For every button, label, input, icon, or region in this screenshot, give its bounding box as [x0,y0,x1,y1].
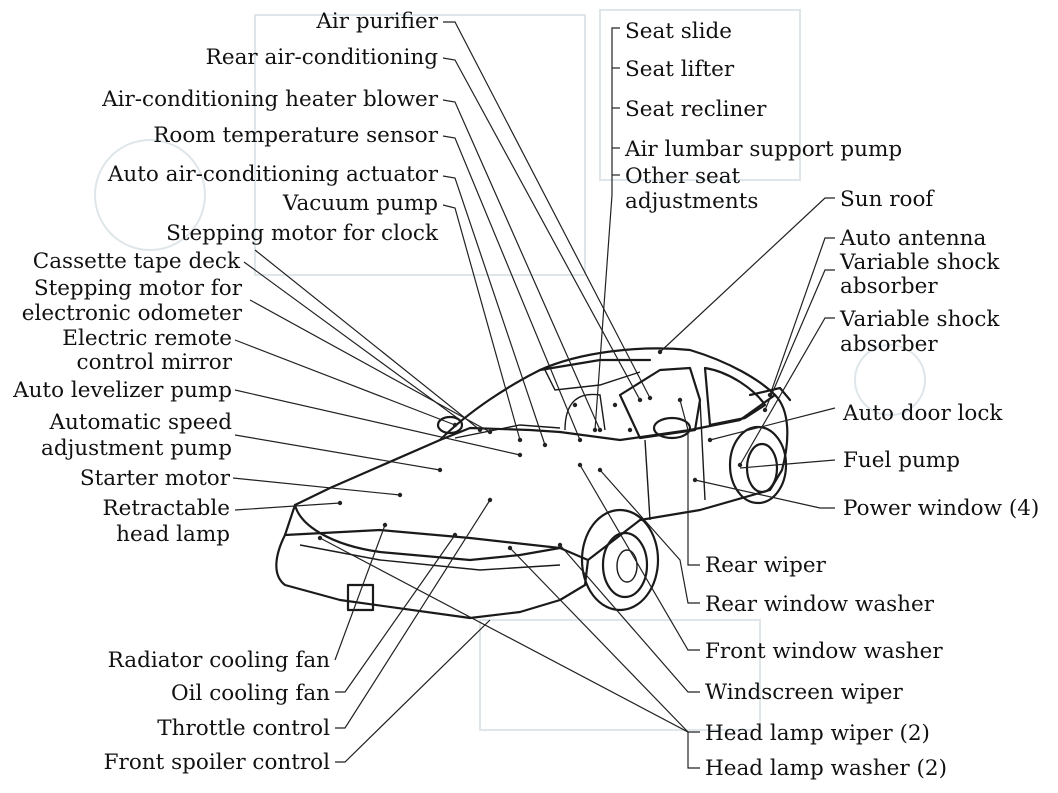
label-windscreen-wiper: Windscreen wiper [705,680,903,705]
label-starter-motor: Starter motor [80,466,231,491]
label-air-lumbar-support-pump: Air lumbar support pump [624,137,902,162]
label-head-lamp-wiper: Head lamp wiper (2) [705,721,930,746]
car-illustration [275,347,792,620]
car-rear-wheel-arch [728,425,788,505]
car-front-side-window [618,366,702,440]
label-other-seat-adjustments-2: adjustments [625,189,758,214]
label-front-spoiler-control: Front spoiler control [104,750,330,775]
label-seat-recliner: Seat recliner [625,97,767,122]
label-sun-roof: Sun roof [840,187,935,212]
label-throttle-control: Throttle control [157,716,330,741]
car-roof [538,347,777,397]
label-variable-shock-absorber-b-1: Variable shock [839,307,1000,332]
label-seat-slide: Seat slide [625,19,732,44]
label-fuel-pump: Fuel pump [843,448,960,473]
car-seat-outline [564,393,606,431]
label-other-seat-adjustments-1: Other seat [625,164,741,189]
label-electric-remote-mirror-2: control mirror [77,350,233,375]
motor-location-dots [317,349,773,551]
right-labels: Seat slide Seat lifter Seat recliner Air… [624,19,1039,781]
label-retractable-head-lamp-1: Retractable [102,496,230,521]
label-auto-antenna: Auto antenna [839,226,987,251]
car-front-fascia [293,503,562,562]
car-fog-lamp [346,583,375,612]
car-hood [283,426,562,537]
label-automatic-speed-pump-2: adjustment pump [41,436,232,461]
car-front-wheel [601,531,649,599]
car-rear-wheel [745,442,779,494]
label-auto-levelizer-pump: Auto levelizer pump [12,378,232,403]
label-oil-cooling-fan: Oil cooling fan [171,681,330,706]
label-rear-air-conditioning: Rear air-conditioning [206,45,439,70]
label-ac-heater-blower: Air-conditioning heater blower [101,87,439,112]
car-rear-spoiler [748,386,792,402]
label-automatic-speed-pump-1: Automatic speed [48,410,232,435]
label-variable-shock-absorber-a-2: absorber [840,274,938,299]
car-grille-line [299,544,561,571]
label-variable-shock-absorber-b-2: absorber [840,332,938,357]
label-radiator-cooling-fan: Radiator cooling fan [108,648,331,673]
label-rear-window-washer: Rear window washer [705,592,935,617]
car-rear-side-window [703,366,767,427]
show-through-background [94,9,926,731]
label-variable-shock-absorber-a-1: Variable shock [839,250,1000,275]
car-rear-seat-headrest [652,416,692,440]
label-vacuum-pump: Vacuum pump [282,191,438,216]
car-front-wheel-arch [580,508,660,612]
label-air-purifier: Air purifier [315,9,438,34]
left-labels: Air purifier Rear air-conditioning Air-c… [12,9,439,775]
label-rear-wiper: Rear wiper [705,553,827,578]
car-sunroof-outline [544,369,641,391]
label-power-window: Power window (4) [843,496,1039,521]
label-seat-lifter: Seat lifter [625,57,735,82]
car-front-bumper [275,528,590,620]
leader-lines [232,21,836,769]
label-stepping-motor-clock: Stepping motor for clock [166,221,439,246]
label-auto-door-lock: Auto door lock [842,401,1003,426]
label-stepping-motor-odometer-2: electronic odometer [22,301,243,326]
car-side-body [558,393,789,562]
car-front-hub [616,549,638,583]
label-auto-ac-actuator: Auto air-conditioning actuator [107,162,439,187]
label-cassette-tape-deck: Cassette tape deck [33,249,241,274]
label-head-lamp-washer: Head lamp washer (2) [705,756,947,781]
car-dash [454,424,561,439]
label-room-temperature-sensor: Room temperature sensor [153,123,439,148]
label-electric-remote-mirror-1: Electric remote [62,326,232,351]
label-stepping-motor-odometer-1: Stepping motor for [34,276,243,301]
label-front-window-washer: Front window washer [705,639,943,664]
car-side-mirror [436,415,464,435]
label-retractable-head-lamp-2: head lamp [116,522,230,547]
car-door-line [644,399,706,521]
